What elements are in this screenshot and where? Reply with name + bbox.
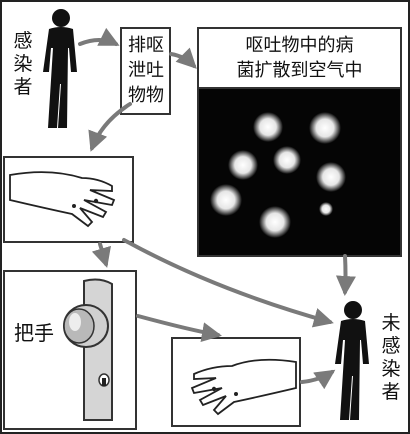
germ-icon — [309, 112, 341, 144]
infected-label-char: 感 — [13, 30, 33, 52]
infected-label-char: 者 — [13, 76, 33, 98]
door-handle-label: 把手 — [14, 321, 54, 345]
uninfected-label-char: 者 — [381, 381, 401, 403]
vomit-label: 排呕 泄吐 物物 — [124, 33, 168, 108]
door-handle-box — [3, 270, 137, 430]
uninfected-label-char: 未 — [381, 312, 401, 334]
germ-icon — [93, 198, 99, 204]
germ-icon — [234, 392, 238, 396]
infected-label-char: 染 — [13, 53, 33, 75]
germ-icon — [319, 202, 333, 216]
arrow-air-to-person — [335, 254, 356, 296]
arrow-vomit-to-hand — [88, 102, 132, 152]
hand-icon — [9, 171, 116, 228]
door-plate — [83, 278, 113, 421]
germ-icon — [228, 150, 258, 180]
flow-arrows — [78, 27, 356, 390]
infected-label: 感 染 者 — [12, 30, 34, 99]
airborne-label: 呕吐物中的病 菌扩散到空气中 — [200, 33, 399, 83]
uninfected-label-char: 染 — [381, 358, 401, 380]
arrow-handle-to-hand — [136, 314, 222, 343]
hand-box-bottom — [171, 337, 301, 427]
germ-icon — [253, 112, 283, 142]
infected-person-icon — [43, 9, 77, 128]
vomit-box — [120, 27, 171, 115]
germ-icon — [211, 386, 217, 392]
vomit-label-line: 泄吐 — [128, 60, 164, 81]
uninfected-person-icon — [335, 301, 369, 420]
vomit-label-line: 物物 — [128, 85, 164, 106]
germ-icon — [210, 184, 242, 216]
airborne-label-line: 菌扩散到空气中 — [236, 60, 363, 81]
vomit-label-line: 排呕 — [128, 35, 164, 56]
hand-icon — [190, 358, 297, 416]
uninfected-label: 未 感 染 者 — [380, 312, 402, 404]
dark-air-panel — [197, 87, 402, 257]
arrow-infected-to-vomit — [78, 27, 120, 46]
germ-icon — [273, 146, 301, 174]
hand-box-top — [3, 156, 134, 243]
arrow-hand-to-person — [122, 238, 334, 328]
germ-icon — [259, 206, 291, 238]
germ-icon — [72, 204, 76, 208]
germ-icon — [316, 162, 346, 192]
germ-cloud — [210, 112, 346, 238]
arrow-hand-to-uninfected — [300, 369, 336, 390]
airborne-label-line: 呕吐物中的病 — [245, 35, 354, 56]
arrow-hand-to-handle — [91, 242, 111, 268]
arrow-vomit-to-air — [169, 47, 197, 69]
uninfected-label-char: 感 — [381, 335, 401, 357]
